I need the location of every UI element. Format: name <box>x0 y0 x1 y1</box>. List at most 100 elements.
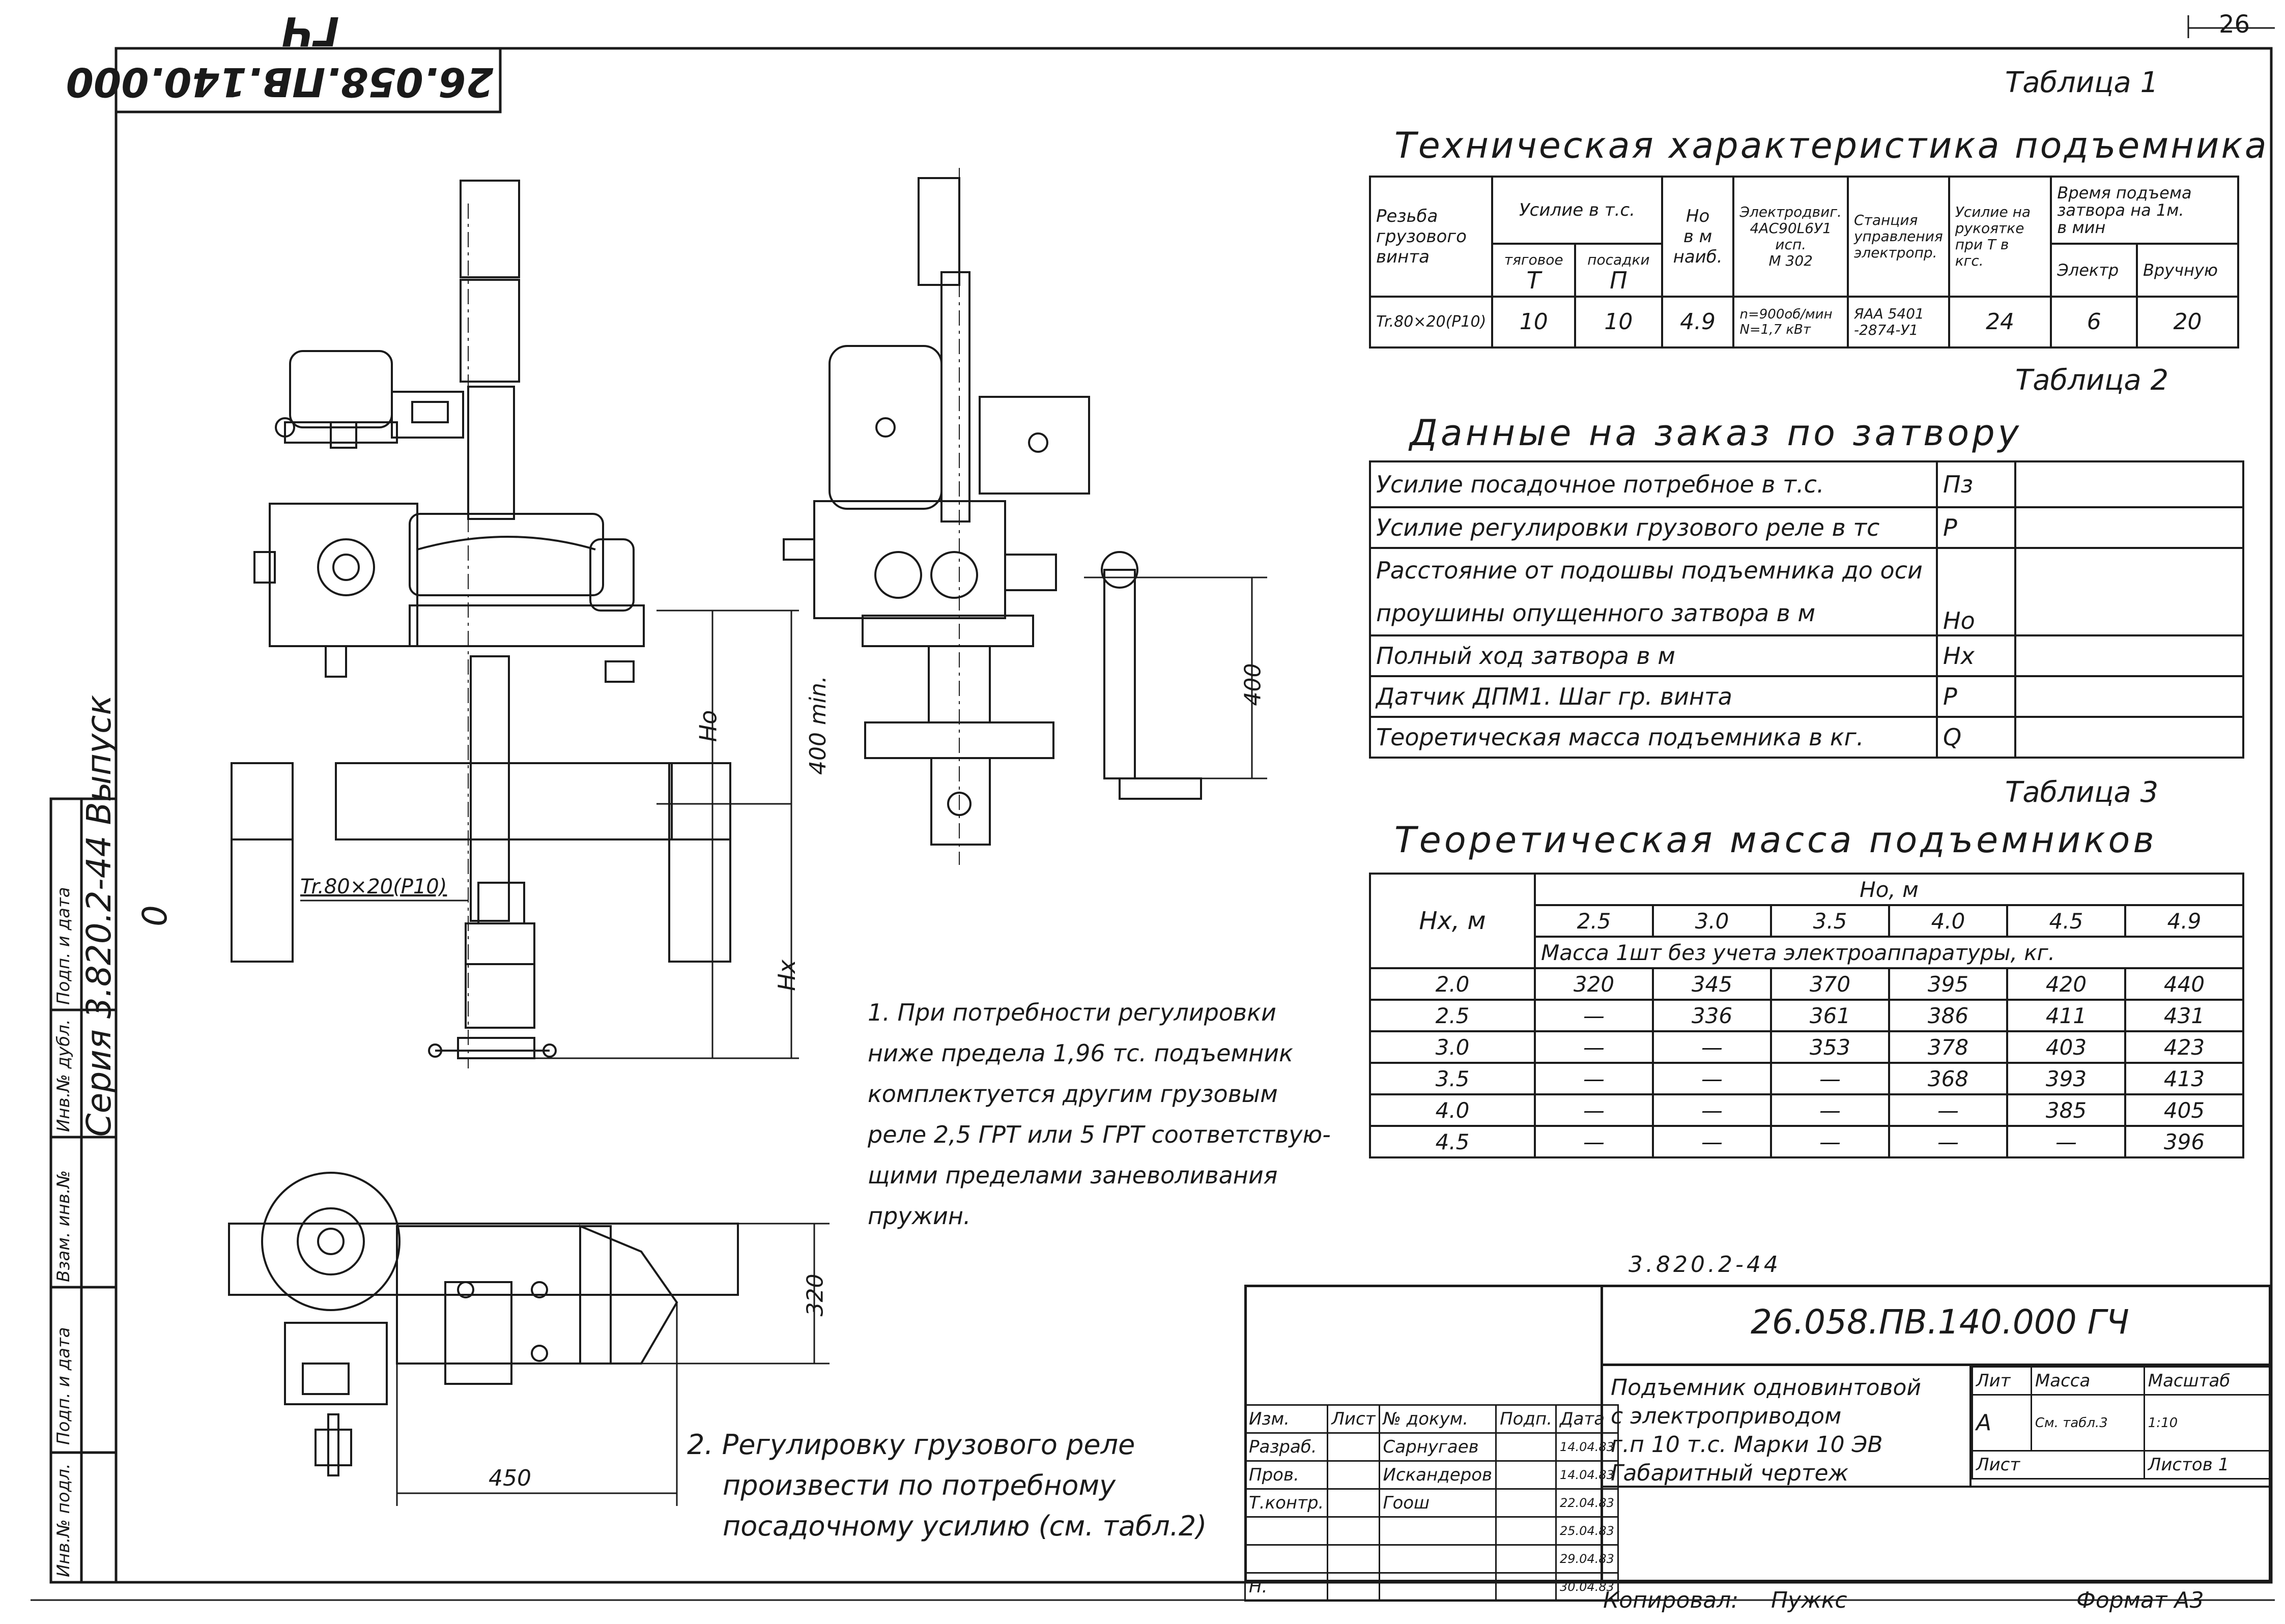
table3-label: Таблица 3 <box>2005 776 2159 809</box>
note-1-line-1: 1. При потребности регулировки <box>868 999 1276 1026</box>
t2-row-4: Полный ход затвора в м <box>1369 634 1938 677</box>
t2-sym-5: Р <box>1936 675 2016 718</box>
tb-sheets: Листов 1 <box>2143 1450 2272 1480</box>
tb-person-date: 30.04.83 <box>1555 1572 1619 1602</box>
t1-r-handle: 24 <box>1948 296 2052 349</box>
t1-h-time-2: затвора на 1м. <box>2057 200 2184 220</box>
t3-row: 4.5—————396 <box>1369 1125 2244 1158</box>
t3-cell: 345 <box>1652 967 1772 1001</box>
t1-h-man: Вручную <box>2135 242 2240 298</box>
dim-hx: Нх <box>773 960 801 991</box>
tb-person-role <box>1244 1516 1329 1546</box>
title-vline <box>1969 1364 1972 1486</box>
page-number: 26 <box>2219 10 2250 39</box>
t3-row-h: 3.0 <box>1369 1030 1536 1064</box>
stamp-code: 26.058.ПВ.140.000 ГЧ <box>66 8 494 104</box>
note-1: 1. При потребности регулировки ниже пред… <box>868 992 1331 1236</box>
tb-lit: Лит <box>1972 1366 2032 1396</box>
t1-h-ho-3: наиб. <box>1673 247 1723 267</box>
title-name-4: Габаритный чертеж <box>1611 1460 1849 1486</box>
tb-h-sign: Подп. <box>1495 1404 1557 1434</box>
t3-col-1: 2.5 <box>1534 904 1654 938</box>
table1-label: Таблица 1 <box>2005 66 2159 99</box>
title-series: 3.820.2-44 <box>1629 1252 1781 1278</box>
tb-person-date: 14.04.83 <box>1555 1432 1619 1462</box>
t3-cell: 396 <box>2124 1125 2244 1158</box>
t1-h-motor-1: Электродвиг. <box>1739 204 1842 220</box>
table1-title: Техническая характеристика подъемника <box>1394 125 2269 166</box>
tb-person-date: 29.04.83 <box>1555 1544 1619 1574</box>
t3-cell: — <box>1770 1062 1890 1095</box>
note-1-line-4: реле 2,5 ГРТ или 5 ГРТ соответствую- <box>868 1121 1331 1148</box>
tb-person-row: 25.04.83 <box>1244 1516 1619 1546</box>
title-sign-table: Изм. Лист № докум. Подп. Дата Разраб.Сар… <box>1244 1404 1619 1602</box>
t3-cell: — <box>1534 999 1654 1032</box>
tb-person-sign <box>1495 1432 1557 1462</box>
strip-label-5: Подп. и дата <box>53 887 74 1005</box>
title-hline-2 <box>1601 1486 2271 1488</box>
tb-person-sign <box>1495 1572 1557 1602</box>
t3-cell: 423 <box>2124 1030 2244 1064</box>
t3-cell: — <box>1770 1125 1890 1158</box>
tb-person-sheet <box>1327 1432 1380 1462</box>
t3-cell: — <box>1652 1030 1772 1064</box>
t1-h-motor-2: 4АС90L6У1 <box>1750 220 1832 237</box>
t1-h-handle-4: кгс. <box>1955 252 1984 269</box>
t3-cell: 336 <box>1652 999 1772 1032</box>
front-view <box>231 180 799 1068</box>
t2-sym-2: Р <box>1936 506 2016 549</box>
table2-title: Данные на заказ по затвору <box>1410 412 2022 454</box>
strip-label-2: Подп. и дата <box>53 1327 74 1445</box>
title-name-1: Подъемник одновинтовой <box>1611 1375 1922 1401</box>
t2-row-5: Датчик ДПМ1. Шаг гр. винта <box>1369 675 1938 718</box>
tb-person-sign <box>1495 1488 1557 1518</box>
t3-cell: 370 <box>1770 967 1890 1001</box>
tb-scale-val: 1:10 <box>2143 1394 2272 1452</box>
t1-r-man: 20 <box>2135 296 2240 349</box>
tb-person-sheet <box>1327 1544 1380 1574</box>
tb-mass-val: См. табл.3 <box>2030 1394 2145 1452</box>
t3-cell: 420 <box>2006 967 2126 1001</box>
footer-copier: Пужкс <box>1771 1587 1847 1613</box>
t1-h-thread-2: грузового <box>1376 226 1467 247</box>
t3-col-head: Но, м <box>1534 873 2244 906</box>
tb-person-sheet <box>1327 1516 1380 1546</box>
strip-label-1: Инв.№ подл. <box>53 1463 74 1577</box>
tb-sheet: Лист <box>1972 1450 2145 1480</box>
t2-row-6: Теоретическая масса подъемника в кг. <box>1369 716 1938 759</box>
t3-cell: — <box>1534 1125 1654 1158</box>
dim-ho: Но <box>694 710 722 742</box>
t1-h-time-1: Время подъема <box>2057 183 2192 202</box>
tb-h-izm: Изм. <box>1244 1404 1329 1434</box>
tb-person-sheet <box>1327 1572 1380 1602</box>
t3-cell: 431 <box>2124 999 2244 1032</box>
t3-row-h: 3.5 <box>1369 1062 1536 1095</box>
t3-row-h: 2.0 <box>1369 967 1536 1001</box>
t1-r-ho: 4.9 <box>1661 296 1735 349</box>
t3-cell: — <box>1534 1062 1654 1095</box>
tb-person-role: Т.контр. <box>1244 1488 1329 1518</box>
t3-col-2: 3.0 <box>1652 904 1772 938</box>
tb-h-doc: № докум. <box>1378 1404 1497 1434</box>
t1-r-el: 6 <box>2050 296 2138 349</box>
t1-h-motor-3: исп. <box>1775 236 1807 253</box>
tb-h-date: Дата <box>1555 1404 1619 1434</box>
t2-sym-4: Нх <box>1936 634 2016 677</box>
note-2-line-1: 2. Регулировку грузового реле <box>687 1429 1135 1461</box>
tb-person-name: Гоош <box>1378 1488 1497 1518</box>
t1-r-thread: Tr.80×20(P10) <box>1368 296 1494 349</box>
tb-h-list: Лист <box>1327 1404 1380 1434</box>
tb-person-role: Н. <box>1244 1572 1329 1602</box>
t1-r-motor: n=900об/мин N=1,7 кВт <box>1732 296 1849 349</box>
t3-row-h: 4.0 <box>1369 1093 1536 1127</box>
t1-h-station-3: электропр. <box>1853 244 1937 261</box>
